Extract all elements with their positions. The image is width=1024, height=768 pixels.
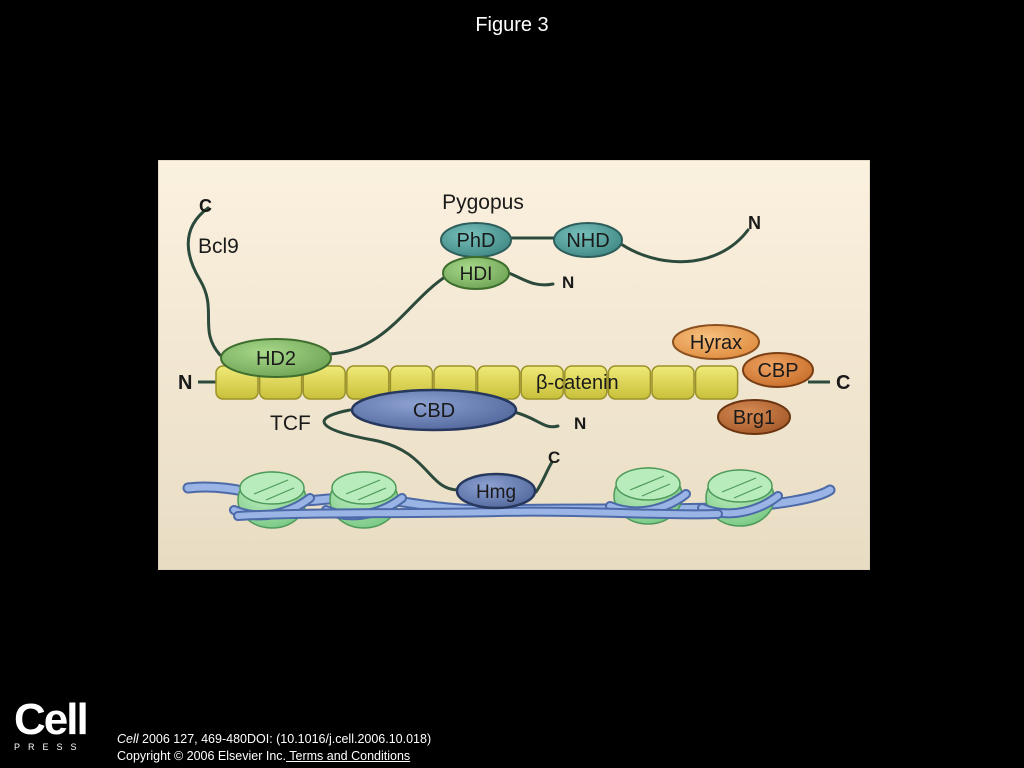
hdi-domain	[442, 256, 510, 290]
nhd-domain	[553, 222, 623, 258]
copyright-text: Copyright © 2006 Elsevier Inc.	[117, 749, 287, 763]
armadillo-repeat	[607, 365, 652, 400]
hdi-label: HDI	[460, 264, 493, 285]
cbd-label: CBD	[413, 400, 455, 422]
nucleosome-ridge	[253, 479, 295, 501]
nucleosome-ridge	[345, 479, 387, 501]
wnt-complex-diagram: PhD NHD HDI HD2 CBD Hyrax CBP Brg1 Hmg P…	[158, 160, 870, 570]
copyright-line: Copyright © 2006 Elsevier Inc. Terms and…	[117, 748, 431, 765]
logo-subtitle: PRESS	[14, 742, 85, 752]
catenin-n-terminus: N	[178, 372, 192, 394]
tcf-c-tail	[534, 460, 554, 494]
hyrax-label: Hyrax	[690, 332, 742, 354]
dna-front	[235, 508, 721, 519]
tcf-n-terminus: N	[574, 414, 586, 433]
armadillo-repeat	[564, 365, 608, 400]
nucleosome-top	[239, 471, 305, 505]
nucleosome-top	[331, 471, 397, 505]
brg1-domain	[717, 399, 791, 435]
armadillo-repeat	[694, 365, 739, 400]
hdi-n-terminus: N	[562, 273, 574, 292]
terms-link[interactable]: Terms and Conditions	[286, 749, 411, 763]
journal-name: Cell	[117, 732, 139, 746]
cbd-domain	[350, 388, 518, 432]
nhd-label: NHD	[566, 230, 609, 252]
catenin-c-terminus: C	[836, 372, 850, 394]
pygopus-n-tail	[616, 228, 750, 264]
chromatin	[182, 467, 836, 529]
armadillo-repeat	[520, 365, 564, 400]
diagram-panel: PhD NHD HDI HD2 CBD Hyrax CBP Brg1 Hmg P…	[158, 160, 870, 570]
brg1-label: Brg1	[733, 407, 775, 429]
hyrax-domain	[672, 324, 760, 360]
hd2-label: HD2	[256, 348, 296, 370]
armadillo-repeat	[651, 365, 695, 400]
bcl9-c-tail	[186, 206, 222, 357]
beta-catenin-label: β-catenin	[536, 372, 619, 394]
bcl9-label: Bcl9	[198, 235, 239, 258]
tcf-n-tail	[512, 410, 560, 429]
tcf-label: TCF	[270, 412, 311, 435]
citation-details: 2006 127, 469-480DOI: (10.1016/j.cell.20…	[138, 732, 432, 746]
hdi-n-tail	[504, 270, 555, 287]
tcf-cbd-hmg-linker	[322, 408, 460, 492]
cbp-label: CBP	[757, 360, 798, 382]
bcl9-c-terminus: C	[199, 196, 212, 216]
hmg-domain	[455, 472, 537, 510]
hd2-domain	[220, 338, 332, 378]
bcl9-hd2-hdi-linker	[328, 273, 450, 356]
protein-linkers	[186, 206, 750, 494]
cell-press-logo: Cell PRESS	[14, 695, 94, 753]
pygopus-n-terminus: N	[748, 213, 761, 233]
cbp-domain	[742, 352, 814, 388]
nucleosome-top	[615, 467, 681, 501]
pygopus-label: Pygopus	[442, 191, 524, 214]
hmg-label: Hmg	[476, 482, 516, 503]
citation-line: Cell 2006 127, 469-480DOI: (10.1016/j.ce…	[117, 731, 431, 748]
nucleosome-top	[707, 469, 773, 503]
citation: Cell 2006 127, 469-480DOI: (10.1016/j.ce…	[117, 731, 431, 765]
figure-title: Figure 3	[475, 14, 549, 36]
nucleosome-ridge	[721, 477, 763, 499]
phd-label: PhD	[457, 230, 496, 252]
logo-word: Cell	[14, 695, 89, 744]
nucleosome-ridge	[629, 475, 671, 497]
tcf-c-terminus: C	[548, 448, 560, 467]
